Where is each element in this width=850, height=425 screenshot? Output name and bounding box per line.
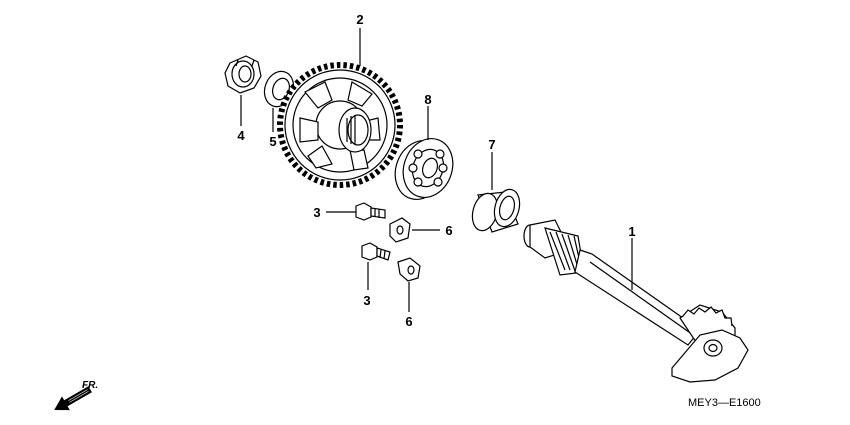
callout-6-lower: 6: [405, 314, 412, 329]
ball-bearing[interactable]: [387, 132, 461, 207]
setting-plate-upper[interactable]: [389, 217, 411, 243]
callout-7: 7: [488, 137, 495, 152]
setting-plate-lower[interactable]: [397, 257, 421, 282]
callout-5: 5: [269, 134, 276, 149]
diagram-code: MEY3—E1600: [688, 397, 761, 409]
callout-8: 8: [424, 92, 431, 107]
balancer-shaft[interactable]: [523, 219, 749, 383]
needle-bearing[interactable]: [468, 187, 523, 234]
front-arrow: [54, 386, 92, 411]
front-direction-label: FR.: [82, 380, 98, 391]
callout-3-upper: 3: [313, 205, 320, 220]
callout-1: 1: [628, 224, 635, 239]
lock-nut[interactable]: [224, 55, 262, 94]
callout-3-lower: 3: [363, 293, 370, 308]
driven-gear[interactable]: [277, 62, 403, 188]
callout-4: 4: [237, 128, 245, 143]
bolt-upper[interactable]: [355, 202, 386, 221]
callout-2: 2: [356, 12, 363, 27]
callout-6-upper: 6: [445, 223, 452, 238]
leader-lines: [240, 28, 633, 312]
bolt-lower[interactable]: [361, 242, 391, 261]
